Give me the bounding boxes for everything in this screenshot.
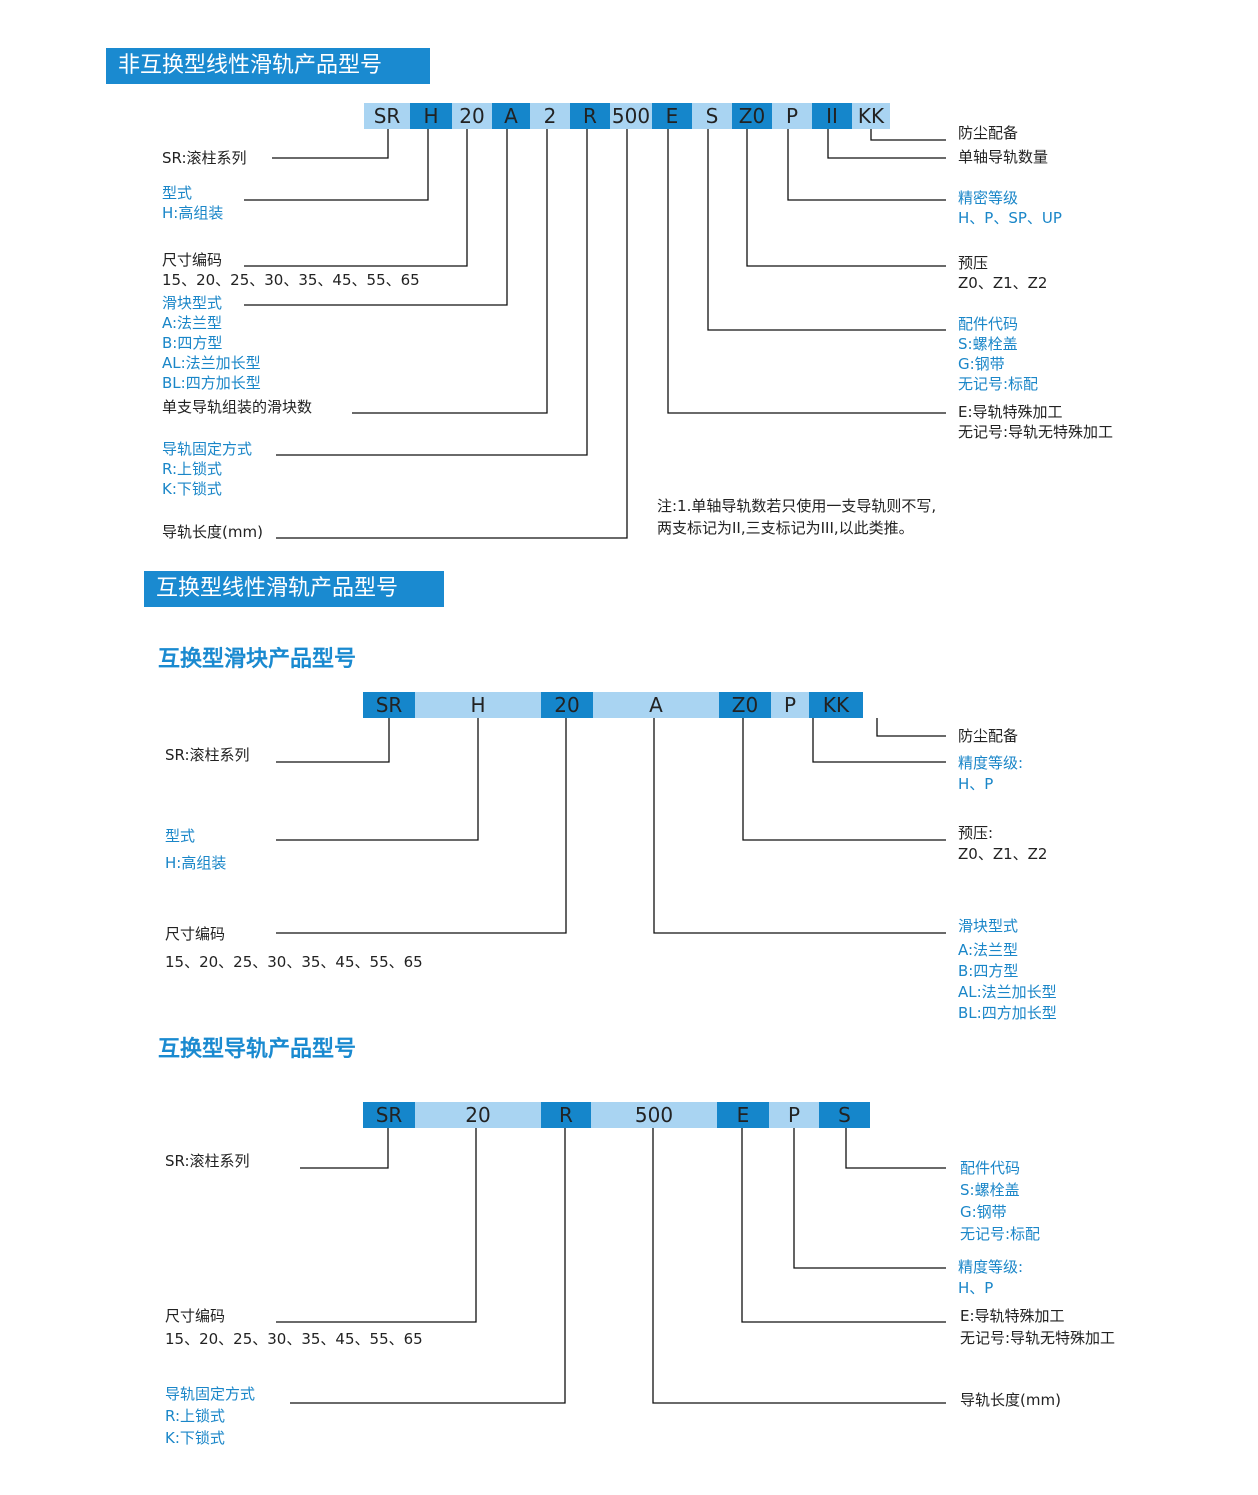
section1-title: 非互换型线性滑轨产品型号 <box>106 48 430 84</box>
rail-connector-precision <box>793 1128 946 1269</box>
rail-connector-size <box>276 1128 477 1323</box>
rail-seg-precision: P <box>769 1102 819 1128</box>
block-seg-type: H <box>415 692 541 718</box>
section2-title: 互换型线性滑轨产品型号 <box>144 571 444 607</box>
block-seg-size: 20 <box>541 692 593 718</box>
code-seg-size: 20 <box>452 103 492 129</box>
block-label-precision: 精度等级: H、P <box>958 754 1024 793</box>
block-seg-block: A <box>593 692 719 718</box>
block-label-size: 尺寸编码 15、20、25、30、35、45、55、65 <box>165 925 423 971</box>
block-seg-precision: P <box>771 692 809 718</box>
rail-label-precision: 精度等级: H、P <box>958 1258 1024 1297</box>
rail-connector-length <box>652 1128 946 1404</box>
rail-label-fix: 导轨固定方式 R:上锁式 K:下锁式 <box>165 1385 256 1447</box>
connector-dust <box>870 129 946 141</box>
code-seg-block: A <box>492 103 530 129</box>
connector-type <box>244 129 429 201</box>
rail-seg-length: 500 <box>591 1102 717 1128</box>
block-label-block-type: 滑块型式 A:法兰型 B:四方型 AL:法兰加长型 BL:四方加长型 <box>958 917 1057 1022</box>
code-seg-sr: SR <box>364 103 410 129</box>
block-connector-type <box>276 718 479 841</box>
code-seg-length: 500 <box>610 103 652 129</box>
label-precision: 精密等级 H、P、SP、UP <box>958 189 1062 227</box>
model-code-bar-rail: SR 20 R 500 E P S <box>363 1102 870 1128</box>
connector-rail-fix <box>276 129 588 456</box>
rail-connector-fix <box>290 1128 566 1404</box>
label-rail-count: 单轴导轨数量 <box>958 148 1049 166</box>
block-seg-sr: SR <box>363 692 415 718</box>
label-rail-fix: 导轨固定方式 R:上锁式 K:下锁式 <box>162 440 253 498</box>
label-type: 型式 H:高组装 <box>162 184 224 222</box>
block-connector-block-type <box>653 718 946 934</box>
connector-precision <box>787 129 946 201</box>
label-preload: 预压 Z0、Z1、Z2 <box>958 254 1048 292</box>
block-label-dust: 防尘配备 <box>958 727 1019 745</box>
code-seg-qty: 2 <box>530 103 570 129</box>
rail-seg-size: 20 <box>415 1102 541 1128</box>
label-series: SR:滚柱系列 <box>162 149 247 167</box>
connector-preload <box>746 129 946 267</box>
code-seg-type: H <box>410 103 452 129</box>
block-seg-preload: Z0 <box>719 692 771 718</box>
label-size: 尺寸编码 15、20、25、30、35、45、55、65 <box>162 251 420 289</box>
rail-seg-fix: R <box>541 1102 591 1128</box>
code-seg-fix: R <box>570 103 610 129</box>
model-code-bar-1: SR H 20 A 2 R 500 E S Z0 P II KK <box>364 103 890 129</box>
rail-model-title: 互换型导轨产品型号 <box>158 1037 357 1062</box>
block-label-preload: 预压: Z0、Z1、Z2 <box>958 824 1048 863</box>
rail-label-accessory: 配件代码 S:螺栓盖 G:钢带 无记号:标配 <box>960 1159 1041 1243</box>
block-label-series: SR:滚柱系列 <box>165 746 250 764</box>
label-special: E:导轨特殊加工 无记号:导轨无特殊加工 <box>958 403 1114 441</box>
code-seg-preload: Z0 <box>732 103 772 129</box>
block-seg-dust: KK <box>809 692 863 718</box>
label-dust: 防尘配备 <box>958 124 1019 142</box>
label-rail-length: 导轨长度(mm) <box>162 523 263 541</box>
connector-size <box>244 129 468 267</box>
label-accessory: 配件代码 S:螺栓盖 G:钢带 无记号:标配 <box>958 315 1039 393</box>
rail-connector-special <box>741 1128 946 1323</box>
block-connector-dust <box>876 718 946 737</box>
code-seg-accessory: S <box>692 103 732 129</box>
block-label-type: 型式 H:高组装 <box>165 827 227 872</box>
connector-rail-count <box>827 129 946 159</box>
rail-seg-sr: SR <box>363 1102 415 1128</box>
rail-label-size: 尺寸编码 15、20、25、30、35、45、55、65 <box>165 1307 423 1348</box>
connector-accessory <box>707 129 946 331</box>
model-code-bar-block: SR H 20 A Z0 P KK <box>363 692 863 718</box>
code-seg-special: E <box>652 103 692 129</box>
rail-label-special: E:导轨特殊加工 无记号:导轨无特殊加工 <box>960 1307 1116 1347</box>
code-seg-dust: KK <box>852 103 890 129</box>
rail-connector-accessory <box>845 1128 946 1169</box>
block-connector-size <box>276 718 567 934</box>
code-seg-precision: P <box>772 103 812 129</box>
note: 注:1.单轴导轨数若只使用一支导轨则不写, 两支标记为II,三支标记为III,以… <box>657 497 937 537</box>
rail-seg-accessory: S <box>819 1102 870 1128</box>
block-connector-preload <box>742 718 946 841</box>
rail-label-series: SR:滚柱系列 <box>165 1152 250 1170</box>
label-block-type: 滑块型式 A:法兰型 B:四方型 AL:法兰加长型 BL:四方加长型 <box>162 294 261 392</box>
rail-label-length: 导轨长度(mm) <box>960 1391 1061 1409</box>
block-model-title: 互换型滑块产品型号 <box>158 647 357 672</box>
connector-block-type <box>244 129 508 306</box>
connector-special <box>667 129 946 414</box>
rail-seg-special: E <box>717 1102 769 1128</box>
block-connector-series <box>276 718 390 763</box>
connector-rail-length <box>276 129 628 539</box>
block-connector-precision <box>812 718 946 763</box>
code-seg-railcount: II <box>812 103 852 129</box>
label-block-qty: 单支导轨组装的滑块数 <box>162 398 313 416</box>
rail-connector-series <box>300 1128 389 1169</box>
connector-series <box>272 129 389 159</box>
connector-block-qty <box>352 129 548 414</box>
